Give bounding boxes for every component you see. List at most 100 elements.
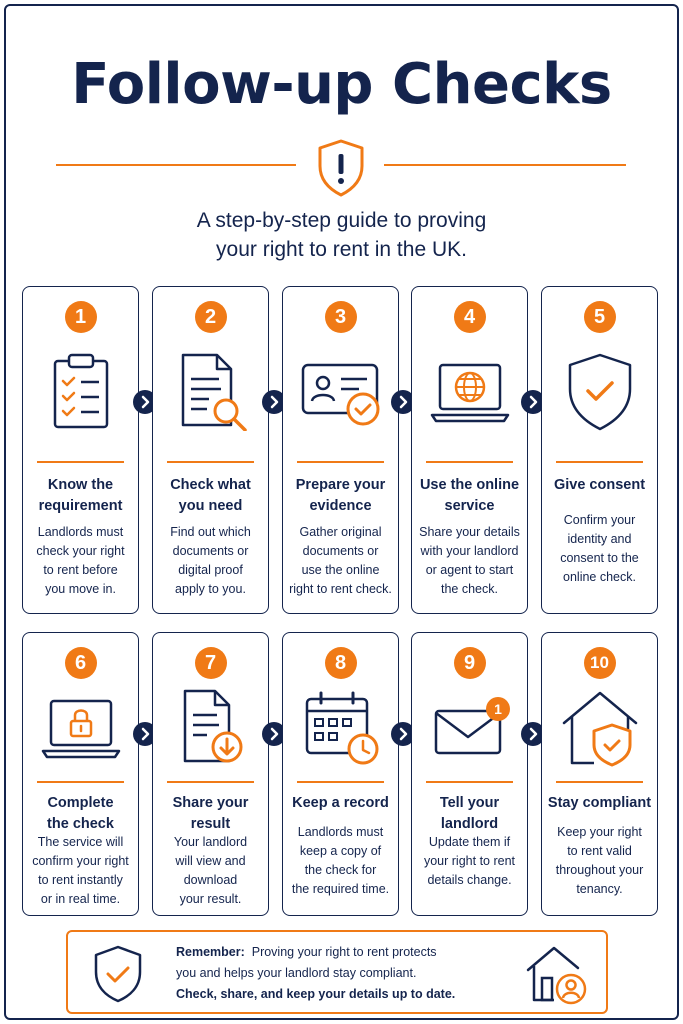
step-title: Share your result	[155, 793, 266, 835]
laptop-lock-icon	[41, 699, 120, 759]
step-title: Check what you need	[155, 475, 266, 517]
remember-line-1: Remember: Proving your right to rent pro…	[176, 942, 506, 963]
step-title-line: evidence	[309, 498, 372, 514]
step-number: 3	[324, 301, 357, 333]
title-rule-right	[384, 164, 626, 166]
step-text-line: confirm your right	[32, 854, 129, 868]
step-title-line: result	[190, 816, 231, 832]
step-text-line: throughout your	[555, 863, 644, 877]
step-text-line: to rent valid	[567, 844, 632, 858]
notification-count: 1	[494, 701, 502, 717]
card-divider	[297, 781, 384, 783]
step-text-line: the check for	[304, 863, 377, 877]
step-text-line: keep a copy of	[299, 844, 382, 858]
step-title: Give consent	[544, 475, 655, 496]
step-title: Prepare your evidence	[285, 475, 396, 517]
step-card-8: 8 Keep a record Landlords must keep a co…	[282, 632, 399, 916]
step-number: 5	[583, 301, 616, 333]
step-title-line: Know the	[47, 477, 114, 493]
step-number: 6	[64, 647, 97, 679]
title-rule-left	[56, 164, 296, 166]
step-number: 2	[194, 301, 227, 333]
step-title-line: Share your	[172, 795, 249, 811]
step-text-line: Landlords must	[297, 825, 384, 839]
card-divider	[167, 461, 254, 463]
step-text-line: use the online	[301, 563, 380, 577]
step-title-line: Check what	[170, 477, 251, 493]
id-card-check-icon	[301, 363, 379, 426]
step-text-line: Find out which	[170, 525, 251, 539]
step-number: 9	[453, 647, 486, 679]
step-text-line: check your right	[36, 544, 125, 558]
step-card-9: 9 1 Tell your landlord Update them if yo…	[411, 632, 528, 916]
remember-line-3: Check, share, and keep your details up t…	[176, 984, 506, 1005]
remember-line-1-text: Proving your right to rent protects	[251, 945, 437, 959]
remember-box: Remember: Proving your right to rent pro…	[66, 930, 608, 1014]
step-card-6: 6 Complete the check The service will co…	[22, 632, 139, 916]
step-text-line: identity and	[567, 532, 632, 546]
document-download-icon	[183, 689, 242, 763]
step-title-line: requirement	[38, 498, 123, 514]
shield-alert-icon	[318, 139, 364, 197]
remember-label: Remember:	[176, 945, 245, 959]
step-title: Tell your landlord	[414, 793, 525, 835]
step-card-7: 7 Share your result Your landlord will v…	[152, 632, 269, 916]
step-number: 7	[194, 647, 227, 679]
document-search-icon	[181, 353, 247, 431]
subtitle-line-2: your right to rent in the UK.	[216, 238, 467, 261]
remember-line-3-text: Check, share, and keep your details up t…	[176, 987, 456, 1001]
house-user-icon	[526, 946, 587, 1005]
step-text-line: Your landlord	[173, 835, 248, 849]
step-title-line: you need	[178, 498, 243, 514]
step-text-line: the required time.	[291, 882, 390, 896]
step-text-line: to rent instantly	[38, 873, 123, 887]
subtitle-line-1: A step-by-step guide to proving	[196, 209, 487, 232]
card-divider	[556, 781, 643, 783]
step-title: Know the requirement	[25, 475, 136, 517]
step-title-line: Give consent	[553, 477, 646, 493]
shield-check-icon	[94, 945, 142, 1003]
step-card-1: 1 Know the requirement Landlords must ch…	[22, 286, 139, 614]
step-description: Share your details with your landlord or…	[416, 523, 523, 599]
card-divider	[556, 461, 643, 463]
envelope-notification-icon: 1	[434, 697, 510, 755]
card-divider	[37, 461, 124, 463]
remember-text: Remember: Proving your right to rent pro…	[176, 942, 506, 1005]
step-card-10: 10 Stay compliant Keep your right to ren…	[541, 632, 658, 916]
step-title: Stay compliant	[544, 793, 655, 814]
step-description: Update them if your right to rent detail…	[416, 833, 523, 890]
step-text-line: documents or	[302, 544, 379, 558]
step-title-line: Tell your	[439, 795, 500, 811]
step-text-line: Landlords must	[37, 525, 124, 539]
step-text-line: download	[183, 873, 238, 887]
step-text-line: or agent to start	[425, 563, 514, 577]
step-card-2: 2 Check what you need Find out which doc…	[152, 286, 269, 614]
step-description: Your landlord will view and download you…	[157, 833, 264, 909]
step-text-line: or in real time.	[40, 892, 121, 906]
step-text-line: consent to the	[560, 551, 639, 565]
step-number: 8	[324, 647, 357, 679]
step-text-line: with your landlord	[420, 544, 519, 558]
step-text-line: right to rent check.	[289, 582, 392, 596]
step-card-3: 3 Prepare your evidence Gather original …	[282, 286, 399, 614]
step-description: Gather original documents or use the onl…	[287, 523, 394, 599]
shield-check-icon	[568, 353, 631, 431]
step-number: 1	[64, 301, 97, 333]
step-title: Use the online service	[414, 475, 525, 517]
step-number: 10	[583, 647, 616, 679]
card-divider	[167, 781, 254, 783]
card-divider	[297, 461, 384, 463]
step-title-line: Complete	[47, 795, 114, 811]
step-number: 4	[453, 301, 486, 333]
step-title-line: Keep a record	[292, 795, 389, 811]
step-text-line: documents or	[172, 544, 249, 558]
step-title-line: the check	[47, 816, 114, 832]
card-divider	[426, 461, 513, 463]
calendar-clock-icon	[305, 691, 378, 765]
step-text-line: Gather original	[299, 525, 382, 539]
step-description: Landlords must keep a copy of the check …	[287, 823, 394, 899]
step-text-line: Confirm your	[563, 513, 636, 527]
step-description: Confirm your identity and consent to the…	[546, 511, 653, 587]
step-text-line: apply to you.	[175, 582, 246, 596]
step-text-line: your result.	[179, 892, 242, 906]
